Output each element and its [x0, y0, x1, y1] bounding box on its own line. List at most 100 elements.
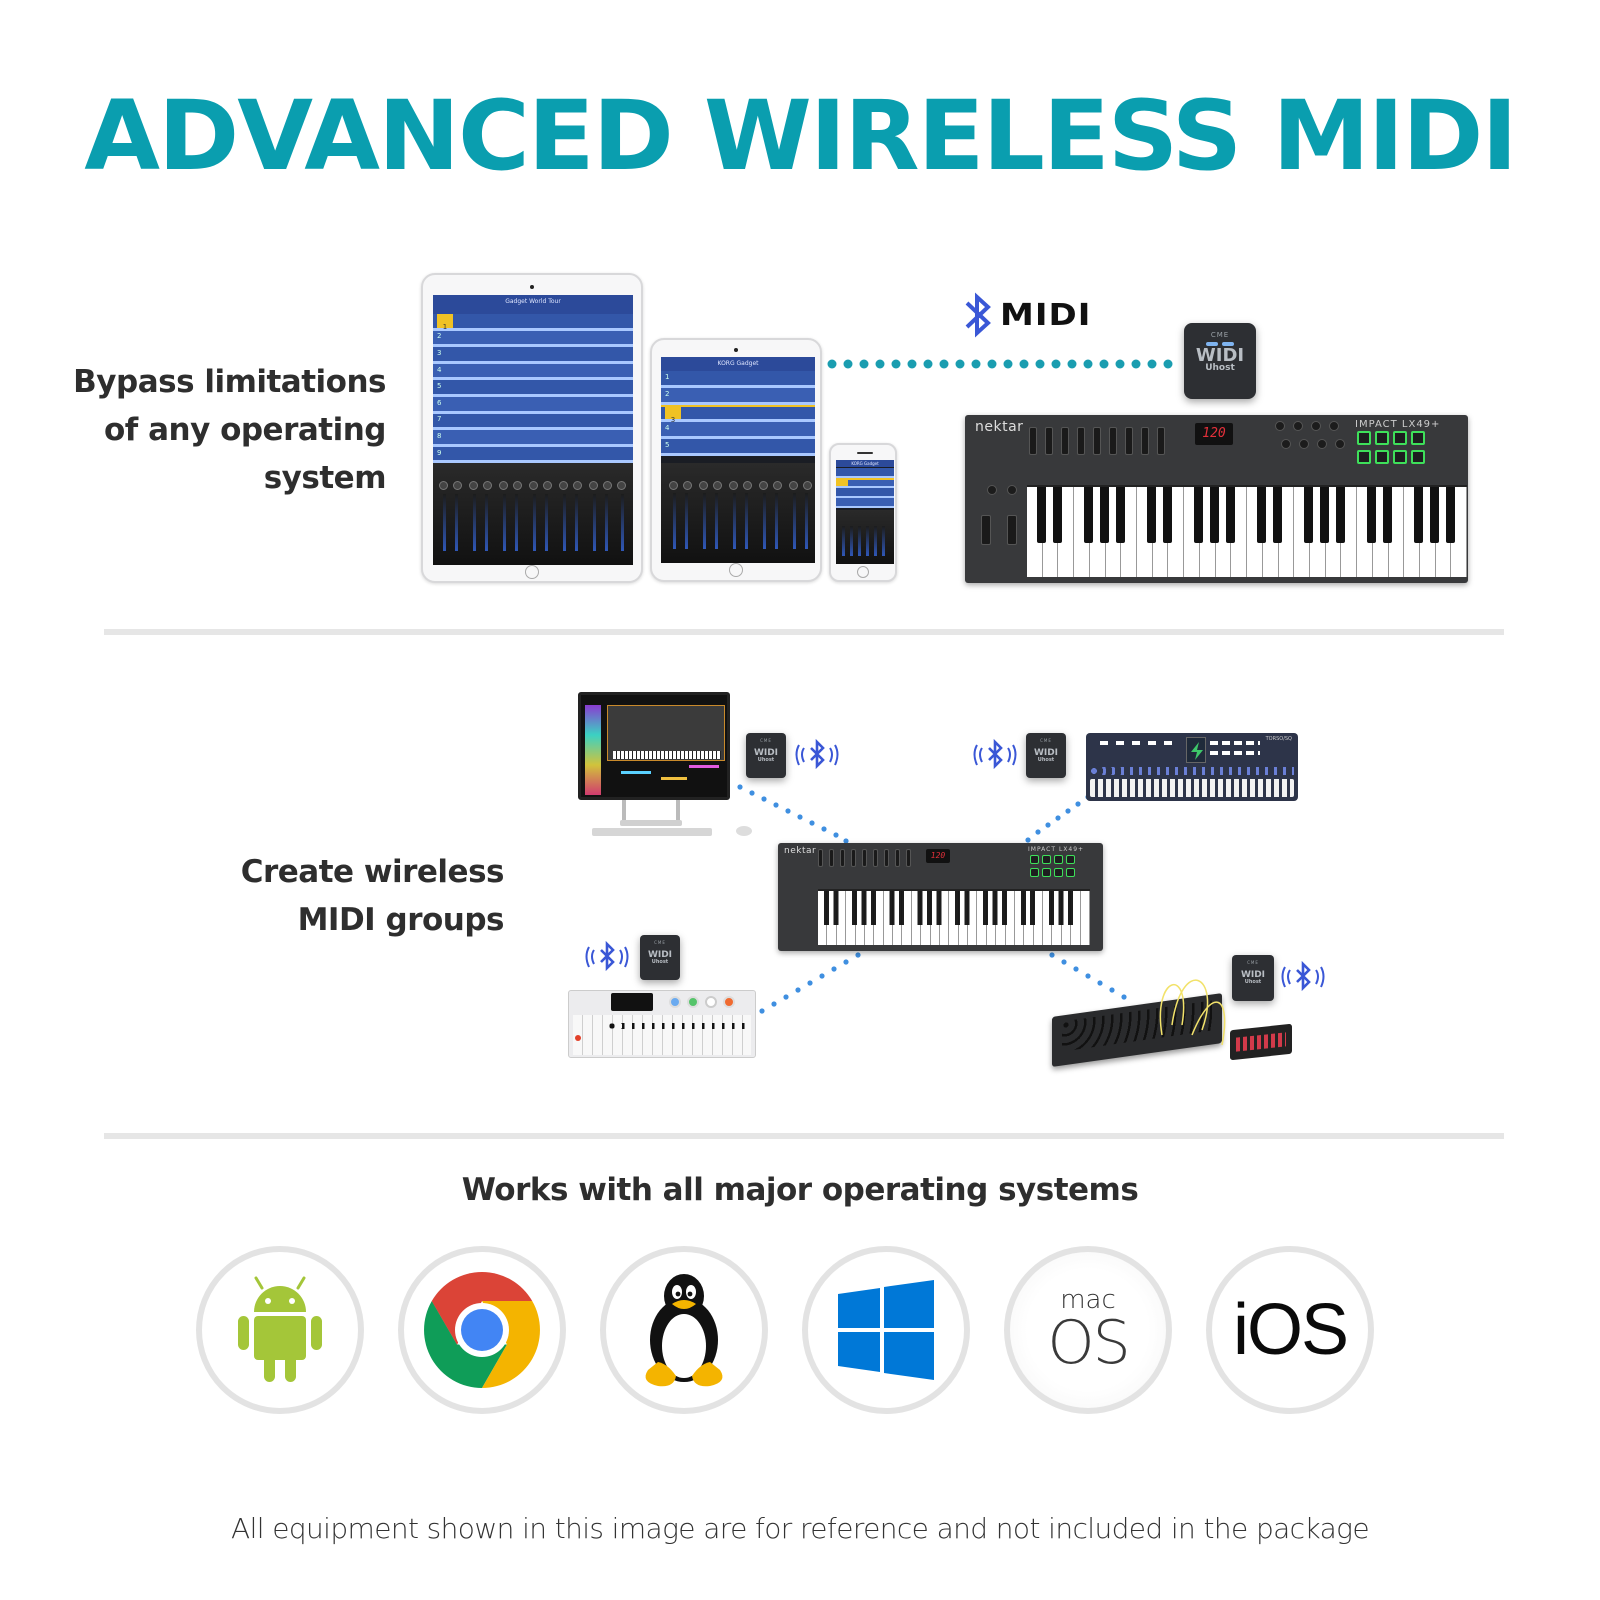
- macos-text-bottom: OS: [1047, 1308, 1130, 1378]
- widi-brand: CME: [1040, 738, 1052, 743]
- widi-uhost-device: CME WIDI Uhost: [640, 935, 680, 980]
- bluetooth-signal-icon: [973, 738, 1017, 770]
- widi-uhost-device: CME WIDI Uhost: [746, 733, 786, 778]
- track-number: 4: [665, 424, 670, 432]
- widi-logo: WIDI: [1240, 970, 1266, 980]
- drum-pad: [1357, 431, 1371, 445]
- section1-caption: Bypass limitations of any operating syst…: [40, 358, 386, 502]
- android-icon: [238, 1276, 322, 1382]
- caption-line: Bypass limitations: [73, 364, 386, 400]
- pocket-synth: [568, 990, 756, 1058]
- track-number: 7: [437, 415, 442, 424]
- keyboard-model: IMPACT LX49+: [1355, 419, 1441, 430]
- widi-sub: Uhost: [1244, 979, 1262, 985]
- widi-brand: CME: [1247, 960, 1259, 965]
- tablet-medium: KORG Gadget 1 2 3 4 5: [650, 338, 822, 582]
- track-number: 2: [437, 332, 442, 341]
- drum-pad: [1375, 431, 1389, 445]
- os-badge-windows: [802, 1246, 970, 1414]
- widi-logo: WIDI: [1195, 345, 1245, 366]
- track-number: 8: [437, 431, 442, 440]
- monitor: [578, 692, 730, 800]
- drum-pad: [1411, 431, 1425, 445]
- tempo-display: 120: [1195, 423, 1233, 445]
- tablet-large: Gadget World Tour 1 2 3 4 5 6 7 8 9: [421, 273, 643, 583]
- track-number: 9: [437, 448, 442, 457]
- nektar-keyboard: nektar IMPACT LX49+ 120: [965, 415, 1468, 583]
- tempo-display: 120: [926, 849, 950, 863]
- mixer-panel: [661, 463, 815, 563]
- track-number: 4: [437, 365, 442, 374]
- camera-dot: [734, 348, 738, 352]
- step-sequencer: TORSO/SQ: [1086, 733, 1298, 801]
- linux-tux-icon: [645, 1274, 723, 1387]
- midi-label: MIDI: [1000, 297, 1092, 333]
- modular-synth: [1052, 979, 1292, 1067]
- ios-icon: iOS: [1232, 1290, 1349, 1370]
- keyboard-model: IMPACT LX49+: [1028, 846, 1085, 853]
- widi-sub: Uhost: [651, 959, 669, 965]
- phone: KORG Gadget: [829, 443, 897, 582]
- mouse: [736, 826, 752, 836]
- bluetooth-icon: [965, 292, 991, 338]
- home-button: [857, 566, 869, 578]
- group-link-lines: [737, 784, 1127, 1014]
- section-divider: [104, 629, 1504, 635]
- tablet-screen: KORG Gadget 1 2 3 4 5: [661, 357, 815, 563]
- windows-icon: [838, 1280, 934, 1380]
- keyboard-peripheral: [592, 828, 712, 836]
- widi-logo: WIDI: [647, 950, 673, 960]
- app-title: Gadget World Tour: [433, 295, 633, 314]
- bluetooth-signal-icon: [1281, 960, 1325, 992]
- widi-uhost-device: CME WIDI Uhost: [1026, 733, 1066, 778]
- drum-pad: [1357, 450, 1371, 464]
- macos-text-top: mac: [1060, 1285, 1116, 1315]
- widi-sub: Uhost: [1205, 363, 1235, 373]
- widi-sub: Uhost: [1037, 757, 1055, 763]
- widi-brand: CME: [1210, 331, 1230, 339]
- widi-uhost-device: CME WIDI Uhost: [1184, 323, 1256, 399]
- track-number: 5: [665, 441, 670, 449]
- widi-sub: Uhost: [757, 757, 775, 763]
- keyboard-brand: nektar: [975, 419, 1024, 435]
- widi-logo: WIDI: [753, 748, 779, 758]
- track-number: 2: [665, 390, 670, 398]
- track-number: 5: [437, 382, 442, 391]
- drum-pad: [1393, 450, 1407, 464]
- drum-pad: [1411, 450, 1425, 464]
- os-badge-chrome: [398, 1246, 566, 1414]
- track-number: 3: [437, 348, 442, 357]
- os-badge-linux: [600, 1246, 768, 1414]
- macos-icon: mac OS: [1047, 1285, 1130, 1378]
- os-badge-macos: mac OS: [1004, 1246, 1172, 1414]
- app-title: KORG Gadget: [661, 357, 815, 372]
- tablet-screen: Gadget World Tour 1 2 3 4 5 6 7 8 9: [433, 295, 633, 565]
- camera-dot: [530, 285, 534, 289]
- widi-brand: CME: [654, 940, 666, 945]
- page-headline: ADVANCED WIRELESS MIDI: [84, 80, 1518, 192]
- track-number: 1: [437, 314, 453, 331]
- disclaimer-footer: All equipment shown in this image are fo…: [231, 1512, 1370, 1545]
- bluetooth-midi-badge: MIDI: [964, 289, 1091, 341]
- widi-logo: WIDI: [1033, 748, 1059, 758]
- section-divider: [104, 1133, 1504, 1139]
- hub-nektar-keyboard: nektar IMPACT LX49+ 120: [778, 843, 1103, 951]
- mixer-panel: [433, 463, 633, 565]
- widi-uhost-device: CME WIDI Uhost: [1232, 955, 1274, 1001]
- drum-pad: [1393, 431, 1407, 445]
- bluetooth-signal-icon: [795, 738, 839, 770]
- os-compat-heading: Works with all major operating systems: [461, 1172, 1139, 1208]
- os-badge-ios: iOS: [1206, 1246, 1374, 1414]
- home-button: [729, 563, 743, 577]
- keyboard-brand: nektar: [784, 846, 817, 856]
- widi-leds: [1184, 342, 1256, 346]
- drum-pad: [1375, 450, 1389, 464]
- phone-screen: KORG Gadget: [836, 460, 894, 564]
- bluetooth-signal-icon: [585, 940, 629, 972]
- app-title: KORG Gadget: [836, 460, 894, 468]
- caption-line: Create wireless: [240, 854, 505, 890]
- chrome-icon: [424, 1272, 540, 1388]
- os-badge-android: [196, 1246, 364, 1414]
- track-number: 1: [665, 373, 670, 381]
- caption-line: system: [263, 460, 387, 496]
